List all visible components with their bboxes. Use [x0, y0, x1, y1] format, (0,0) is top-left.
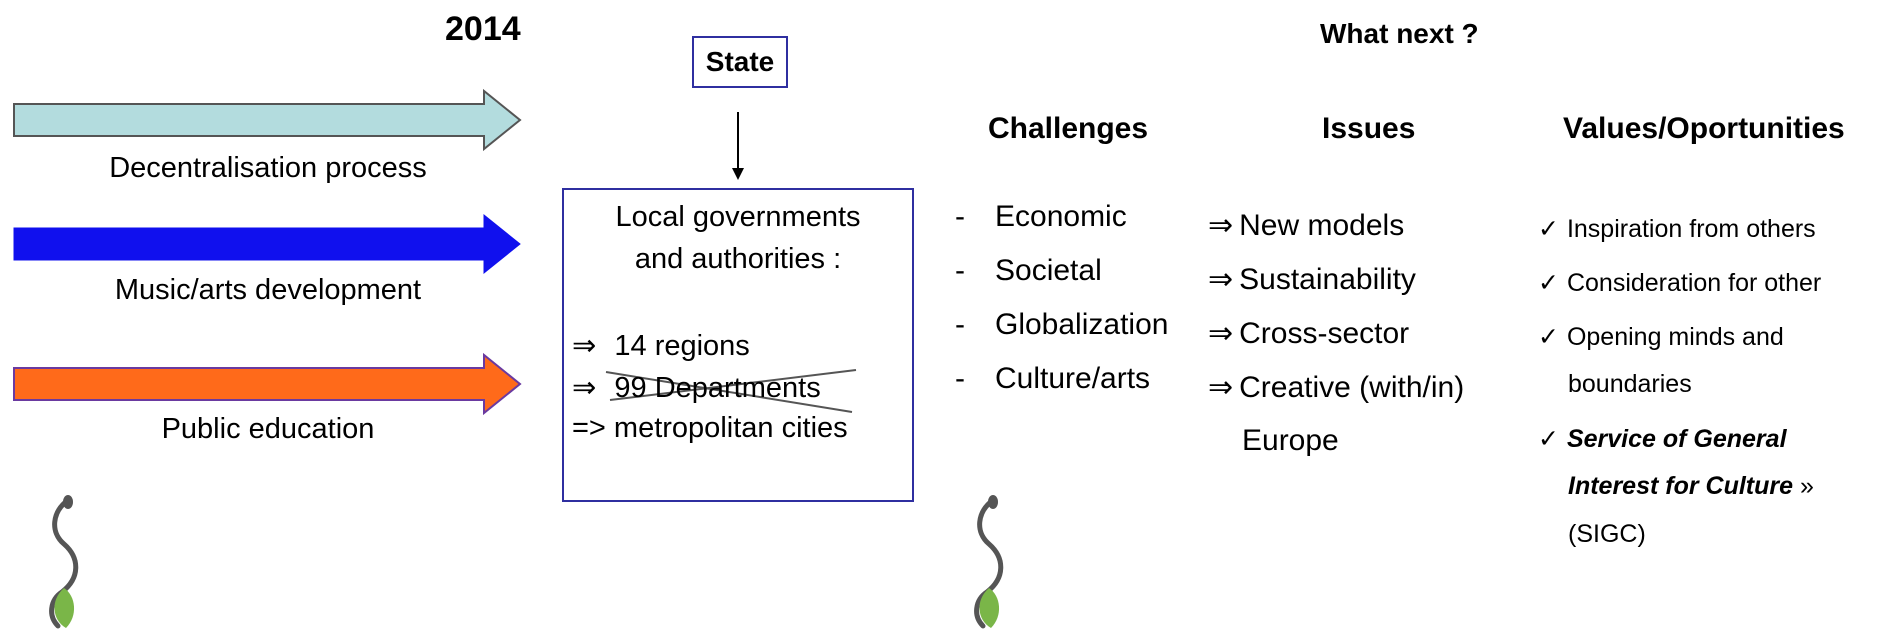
state-down-arrowhead	[732, 168, 744, 180]
bullet-dash: -	[955, 254, 965, 287]
value-item: ✓Opening minds and	[1538, 323, 1784, 351]
bullet-dash: -	[955, 362, 965, 395]
check-icon: ✓	[1538, 323, 1559, 351]
implies-arrow: ⇒	[1208, 371, 1234, 404]
music-arts-arrow	[13, 213, 521, 275]
departments-strike-1	[609, 369, 857, 401]
regions-text: 14 regions	[614, 330, 750, 362]
value-continuation: (SIGC)	[1568, 520, 1646, 548]
values-header: Values/Oportunities	[1563, 112, 1845, 145]
regions-item: ⇒ 14 regions	[572, 328, 750, 363]
challenges-header: Challenges	[988, 112, 1149, 145]
value-item-sigc: ✓Service of General	[1538, 425, 1787, 453]
bullet-dash: -	[955, 200, 965, 233]
local-title-line2: and authorities :	[634, 243, 842, 275]
state-box: State	[692, 36, 788, 88]
public-education-label: Public education	[161, 413, 375, 445]
implies-arrow: ⇒	[572, 330, 597, 362]
value-item: ✓Inspiration from others	[1538, 215, 1816, 243]
departments-item: ⇒ 99 Departments	[572, 370, 821, 405]
implies-arrow: ⇒	[572, 372, 597, 404]
check-icon: ✓	[1538, 215, 1559, 243]
music-arts-label: Music/arts development	[114, 274, 422, 306]
challenge-item: -Culture/arts	[955, 362, 1151, 395]
local-title: Local governments and authorities :	[564, 196, 912, 280]
local-governments-box: Local governments and authorities : ⇒ 14…	[562, 188, 914, 502]
value-continuation: Interest for Culture »	[1568, 472, 1814, 500]
value-item: ✓Consideration for other	[1538, 269, 1822, 297]
local-title-line1: Local governments	[615, 201, 861, 233]
issue-continuation: Europe	[1242, 424, 1339, 457]
implies-arrow: ⇒	[1208, 209, 1234, 242]
issue-item: ⇒New models	[1208, 209, 1405, 242]
logo-left	[49, 495, 79, 629]
departments-text: 99 Departments	[614, 372, 821, 404]
logo-right	[974, 495, 1004, 629]
challenge-item: -Economic	[955, 200, 1127, 233]
bullet-dash: -	[955, 308, 965, 341]
check-icon: ✓	[1538, 269, 1559, 297]
issue-item: ⇒Sustainability	[1208, 263, 1416, 296]
issue-item: ⇒Cross-sector	[1208, 317, 1410, 350]
what-next-title: What next ?	[1320, 18, 1479, 49]
year-label: 2014	[445, 10, 521, 48]
metropolitan-item: => metropolitan cities	[572, 412, 848, 444]
decentralisation-label: Decentralisation process	[109, 152, 427, 184]
check-icon: ✓	[1538, 425, 1559, 453]
issues-header: Issues	[1322, 112, 1416, 145]
departments-strike-2	[605, 371, 853, 413]
decentralisation-arrow	[13, 88, 522, 152]
challenge-item: -Societal	[955, 254, 1102, 287]
value-continuation: boundaries	[1568, 370, 1692, 398]
implies-arrow: ⇒	[1208, 263, 1234, 296]
implies-arrow: ⇒	[1208, 317, 1234, 350]
public-education-arrow	[13, 352, 522, 416]
challenge-item: -Globalization	[955, 308, 1169, 341]
issue-item: ⇒Creative (with/in)	[1208, 371, 1465, 404]
